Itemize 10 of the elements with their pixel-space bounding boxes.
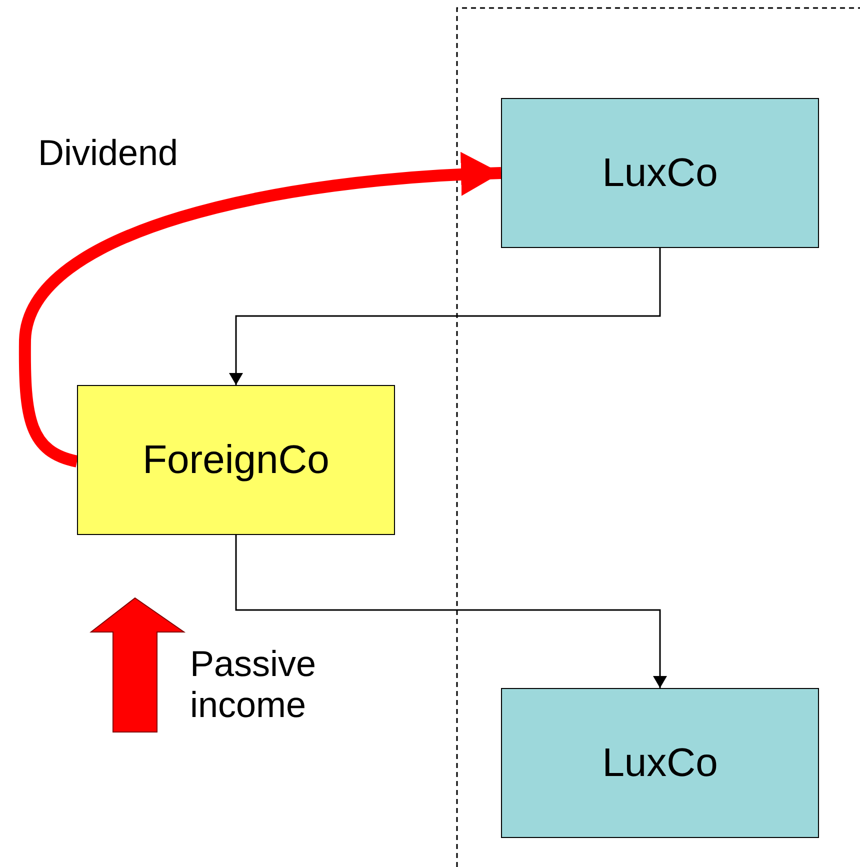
company-name: LuxCo	[602, 150, 718, 196]
company-box	[501, 98, 819, 248]
company-box	[501, 688, 819, 838]
company-name: ForeignCo	[142, 438, 330, 482]
company-box	[77, 385, 395, 535]
edge-label: Dividend	[38, 132, 178, 174]
arrow	[229, 248, 661, 385]
arrow	[235, 535, 667, 688]
note-text: Passive income	[190, 643, 318, 726]
company-name: LuxCo	[602, 740, 718, 786]
